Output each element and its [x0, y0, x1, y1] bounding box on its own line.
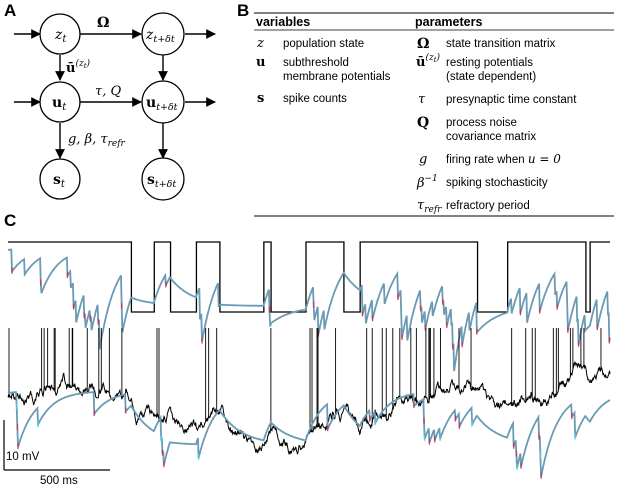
scale-bars: 10 mV 500 ms [3, 420, 110, 487]
label-ubar: ū(zt) [66, 58, 91, 76]
svg-text:population state: population state [283, 38, 364, 50]
node-u-t [39, 81, 81, 123]
svg-text:covariance matrix: covariance matrix [446, 131, 536, 143]
membrane-fit-line [7, 391, 611, 477]
svg-text:membrane potentials: membrane potentials [283, 71, 391, 83]
svg-text:resting potentials: resting potentials [446, 57, 533, 69]
svg-text:β−1: β−1 [416, 174, 438, 191]
variables-header: variables [256, 15, 310, 29]
label-s-next: st+δt [147, 172, 176, 190]
parameter-row-beta: β−1 spiking stochasticity [416, 174, 548, 191]
parameter-row-omega: Ω state transition matrix [417, 36, 556, 52]
svg-text:(state dependent): (state dependent) [446, 71, 536, 83]
svg-text:Q: Q [417, 115, 429, 131]
svg-text:s: s [257, 91, 264, 106]
state-step-line [8, 241, 610, 313]
svg-text:ū(zt): ū(zt) [416, 52, 441, 70]
svg-text:refractory period: refractory period [446, 200, 530, 212]
svg-text:g: g [419, 152, 427, 167]
node-u-next [141, 80, 185, 124]
state-fit-line [7, 248, 611, 372]
svg-text:z: z [256, 36, 264, 51]
svg-text:τ: τ [418, 92, 426, 107]
svg-text:u: u [256, 55, 265, 70]
panel-label-c: C [4, 211, 16, 230]
parameter-row-q: Q process noise covariance matrix [417, 115, 536, 143]
svg-text:Ω: Ω [417, 36, 429, 52]
svg-text:spiking stochasticity: spiking stochasticity [446, 177, 548, 189]
node-z-t [39, 13, 81, 55]
svg-text:state transition matrix: state transition matrix [446, 38, 556, 50]
state-trace-panel [7, 241, 611, 372]
label-s-t: st [53, 172, 66, 190]
parameters-header: parameters [415, 15, 482, 29]
svg-text:presynaptic time constant: presynaptic time constant [446, 94, 577, 106]
variable-row-u: u subthreshold membrane potentials [256, 55, 391, 83]
membrane-trace-panel [7, 328, 611, 479]
node-s-t [39, 158, 81, 200]
label-u-t: ut [52, 95, 67, 113]
label-omega: Ω [97, 15, 109, 31]
svg-text:spike counts: spike counts [283, 93, 347, 105]
parameter-row-ubar: ū(zt) resting potentials (state dependen… [416, 52, 536, 83]
svg-text:τrefr: τrefr [417, 198, 442, 215]
label-z-next: zt+δt [145, 27, 175, 45]
parameter-row-g: g firing rate when u = 0 [419, 152, 561, 167]
parameter-table: variables parameters z population state … [254, 12, 614, 217]
label-z-t: zt [54, 27, 67, 45]
svg-text:subthreshold: subthreshold [283, 57, 349, 69]
node-s-next [141, 157, 185, 201]
label-tau-q: τ, Q [95, 84, 121, 99]
label-u-next: ut+δt [146, 95, 178, 113]
graphical-model: zt zt+δt ut ut+δt st st+δt Ω ū(zt) τ, Q … [14, 12, 216, 201]
voltage-scale-label: 10 mV [6, 451, 40, 463]
parameter-row-tau-refr: τrefr refractory period [417, 198, 530, 215]
node-z-next [141, 12, 185, 56]
variable-row-s: s spike counts [257, 91, 347, 106]
variable-row-z: z population state [256, 36, 364, 51]
label-spike-params: g, β, τrefr [68, 132, 126, 149]
time-scale-label: 500 ms [40, 475, 78, 487]
panel-label-a: A [4, 1, 16, 20]
panel-label-b: B [237, 1, 249, 20]
svg-text:firing rate when u = 0: firing rate when u = 0 [446, 152, 561, 166]
svg-text:process noise: process noise [446, 117, 517, 129]
parameter-row-tau: τ presynaptic time constant [418, 92, 577, 107]
